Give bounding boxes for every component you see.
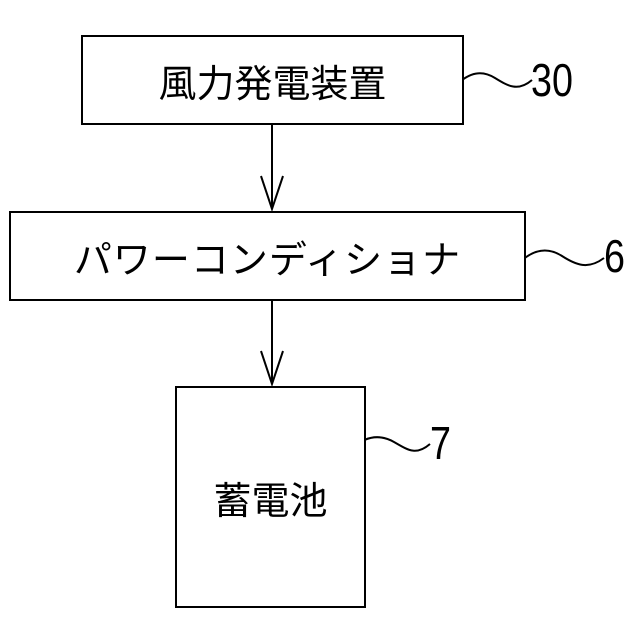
wind-power-generator-label: 風力発電装置 — [158, 53, 386, 108]
leader-line-6 — [520, 250, 604, 265]
reference-number-6: 6 — [604, 233, 625, 279]
arrow-pcs-to-battery — [261, 301, 283, 384]
arrow-wind-to-pcs — [261, 125, 283, 209]
reference-number-7: 7 — [430, 420, 451, 466]
wind-power-generator-block: 風力発電装置 — [81, 35, 464, 125]
power-conditioner-label: パワーコンディショナ — [74, 229, 461, 284]
leader-line-30 — [456, 73, 532, 87]
reference-number-30: 30 — [531, 57, 573, 103]
storage-battery-label: 蓄電池 — [213, 470, 327, 525]
storage-battery-block: 蓄電池 — [175, 386, 366, 608]
power-conditioner-block: パワーコンディショナ — [9, 211, 526, 301]
